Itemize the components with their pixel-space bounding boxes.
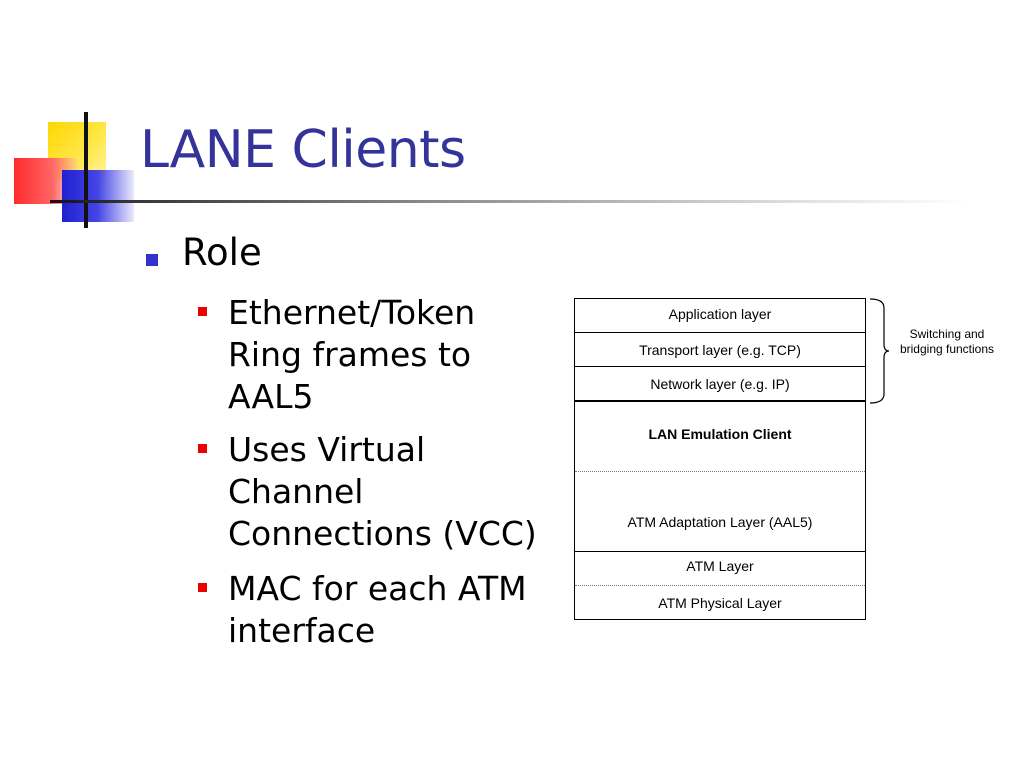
curly-brace-icon	[869, 298, 890, 404]
slide-title: LANE Clients	[140, 120, 466, 180]
bullet-text: Role	[182, 231, 262, 274]
sub-bullet-text: MAC for each ATM interface	[228, 569, 527, 650]
protocol-stack-diagram: Application layer Transport layer (e.g. …	[574, 298, 866, 620]
bullet-square-icon	[198, 583, 207, 592]
bullet-square-icon	[198, 307, 207, 316]
sub-bullet-text: Uses Virtual Channel Connections (VCC)	[228, 430, 537, 553]
bullet-square-icon	[198, 444, 207, 453]
layer-atm: ATM Layer	[575, 552, 865, 586]
layer-atm-physical: ATM Physical Layer	[658, 595, 782, 611]
layer-network: Network layer (e.g. IP)	[575, 367, 865, 402]
layer-application: Application layer	[575, 299, 865, 333]
layer-transport: Transport layer (e.g. TCP)	[575, 333, 865, 367]
title-underline	[50, 200, 970, 203]
bullet-square-icon	[146, 254, 158, 266]
decor-blue-square	[62, 170, 134, 222]
brace-label: Switching and bridging functions	[899, 327, 995, 356]
sub-bullet-text: Ethernet/Token Ring frames to AAL5	[228, 293, 476, 416]
decor-vertical-line	[84, 112, 88, 228]
layer-lan-emulation-client: LAN Emulation Client	[575, 402, 865, 472]
layer-atm-adaptation: ATM Adaptation Layer (AAL5)	[575, 472, 865, 552]
